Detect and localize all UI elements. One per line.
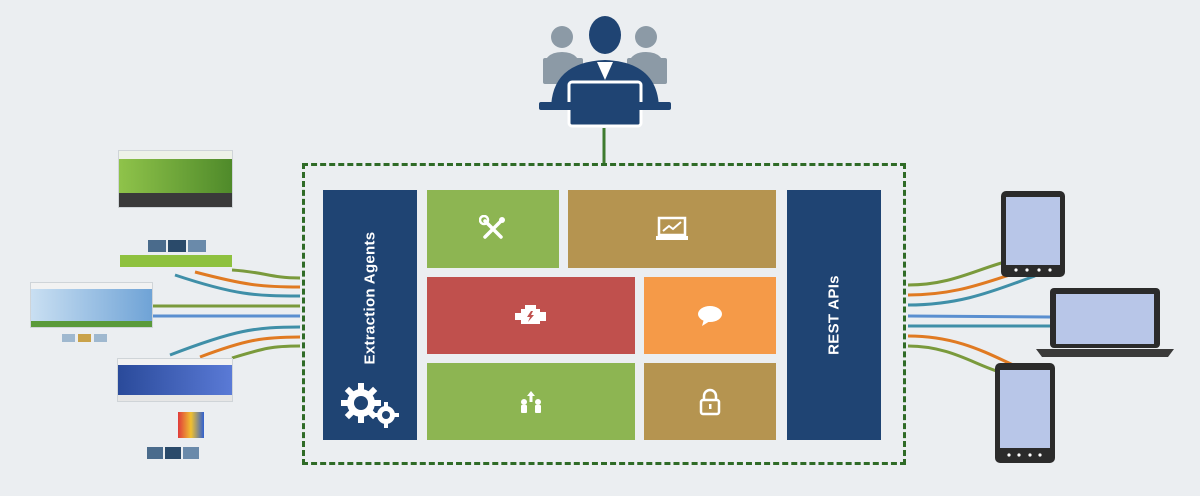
people-up-icon: [521, 390, 541, 413]
engine-tile: [427, 277, 635, 354]
left-line-7: [199, 335, 301, 359]
dashboard-tile: [568, 190, 776, 268]
extraction-agents-label: Extraction Agents: [361, 231, 379, 365]
tools-icon: [479, 215, 505, 239]
website-thumbnail-2-icons: [62, 334, 107, 342]
website-thumbnail-3-graphic: [178, 412, 204, 438]
left-line-2: [194, 270, 301, 289]
website-thumbnail-1-footer: [120, 255, 232, 267]
platform-boundary: [302, 163, 906, 465]
website-thumbnail-2: [30, 282, 153, 328]
left-line-8: [231, 344, 301, 360]
right-line-7: [907, 344, 1001, 374]
engine-icon: [515, 304, 546, 324]
users-icon: [539, 16, 671, 128]
website-thumbnail-3: [117, 358, 233, 402]
right-line-1: [907, 260, 1006, 287]
users-tile: [427, 363, 635, 440]
extraction-agents-column: Extraction Agents: [323, 190, 417, 440]
speech-bubble-icon: [698, 305, 722, 326]
website-thumbnail-1: [118, 150, 233, 208]
right-line-4: [907, 314, 1051, 319]
monitor-chart-icon: [656, 216, 688, 240]
website-thumbnail-3-row: [147, 447, 199, 459]
right-line-3: [907, 274, 1036, 307]
security-tile: [644, 363, 776, 440]
gears-icon: [341, 383, 399, 428]
tablet-bottom-icon: [995, 363, 1055, 463]
rest-apis-label: REST APIs: [825, 275, 843, 355]
website-thumbnail-1-row: [148, 240, 206, 252]
left-line-6: [169, 325, 301, 357]
laptop-icon: [1036, 288, 1174, 357]
tablet-top-icon: [1001, 191, 1065, 277]
rest-apis-column: REST APIs: [787, 190, 881, 440]
left-line-1: [231, 268, 301, 280]
chat-tile: [644, 277, 776, 354]
tools-tile: [427, 190, 559, 268]
padlock-icon: [699, 388, 721, 415]
left-line-3: [174, 273, 301, 298]
